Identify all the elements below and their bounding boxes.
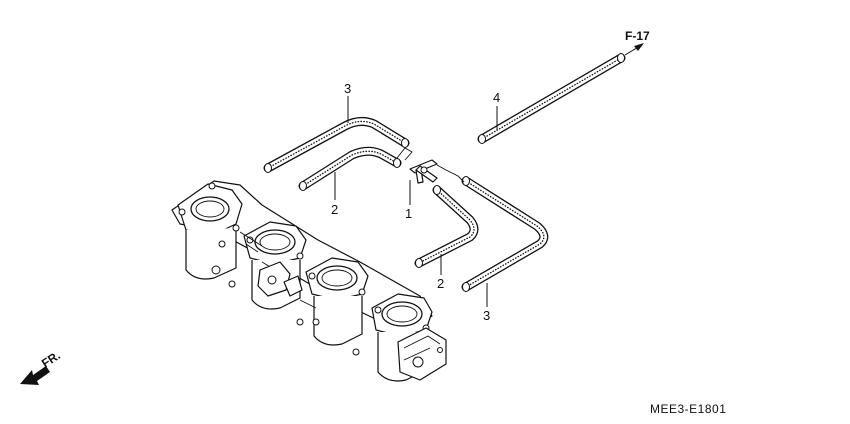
hose-2-upper [298, 146, 402, 191]
callout-part-3-upper: 3 [344, 81, 351, 96]
front-arrow-icon [20, 366, 50, 385]
hose-3-upper [263, 116, 410, 173]
callout-part-4: 4 [493, 90, 500, 105]
hose-4 [477, 53, 626, 144]
callout-part-2-upper: 2 [331, 202, 338, 217]
reference-arrow [624, 43, 644, 56]
callout-part-2-lower: 2 [437, 276, 444, 291]
hose-3-lower [461, 176, 549, 292]
hose-2-lower [414, 185, 479, 268]
drawing-code: MEE3-E1801 [650, 402, 726, 416]
joint-part-1 [396, 147, 465, 184]
callout-part-3-lower: 3 [483, 308, 490, 323]
reference-label: F-17 [625, 29, 650, 43]
front-marker-label: FR. [39, 348, 63, 370]
callout-part-1: 1 [405, 206, 412, 221]
throttle-body-assembly [171, 180, 447, 382]
leader-lines [334, 96, 498, 307]
